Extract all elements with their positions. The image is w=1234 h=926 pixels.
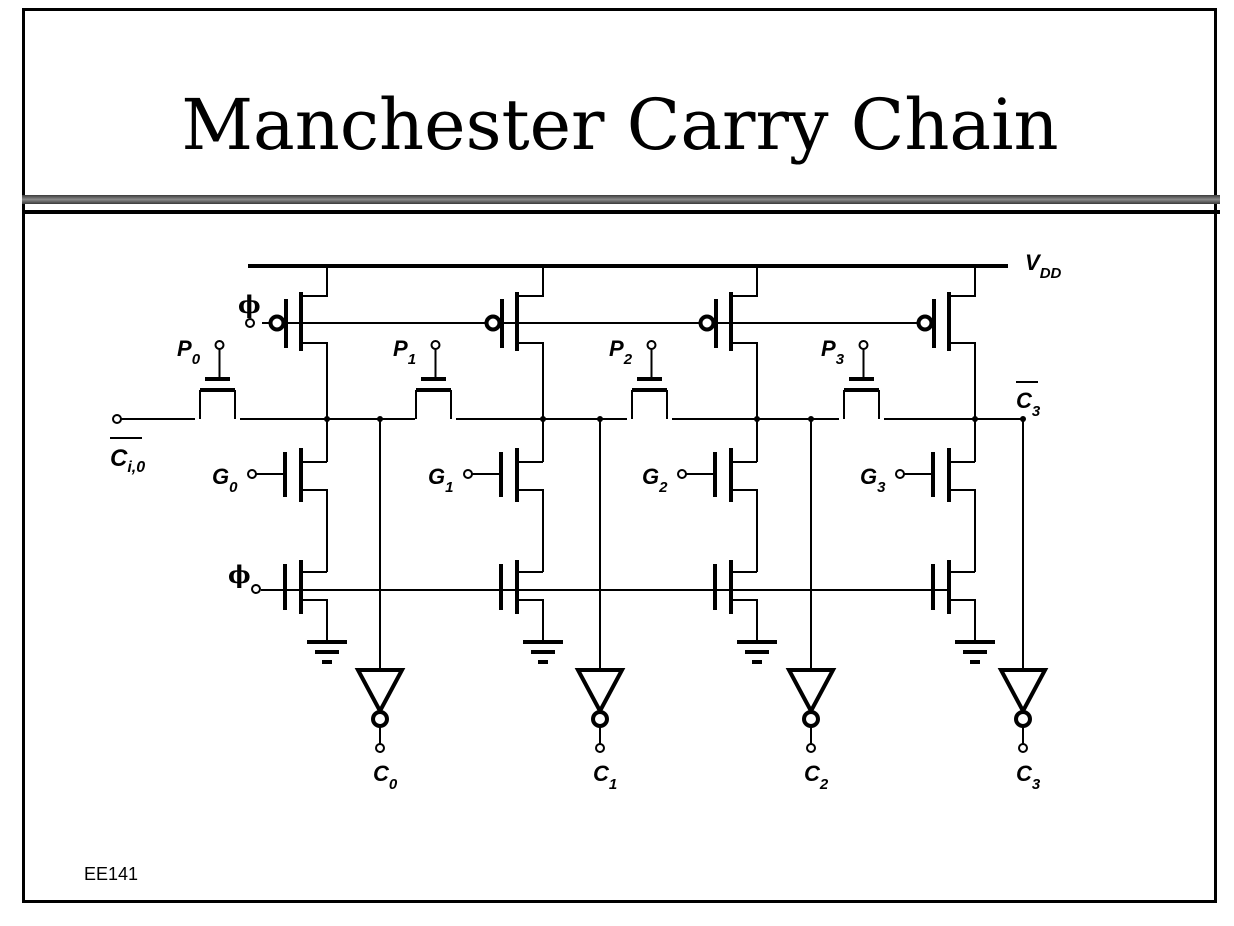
output-inverter [785, 668, 837, 716]
propagate-label-0: P0 [177, 336, 201, 368]
propagate-input-terminal [214, 340, 225, 350]
output-terminal [806, 743, 816, 753]
clock-input-terminal-bottom [251, 584, 261, 594]
carry-output-label-2: C2 [804, 761, 829, 793]
pmos-source-wire [949, 266, 976, 297]
carry-node-dot [540, 416, 546, 422]
propagate-input-terminal [430, 340, 441, 350]
carry-in-terminal [112, 414, 122, 424]
pmos-drain-wire [949, 342, 976, 419]
pmos-gate-bubble [916, 314, 934, 332]
propagate-label-2: P2 [609, 336, 633, 368]
slide-title: Manchester Carry Chain [181, 84, 1059, 166]
nmos-generate-source [949, 489, 976, 572]
nmos-evaluate-source [949, 599, 976, 640]
generate-input-terminal [895, 469, 905, 479]
generate-input-terminal [247, 469, 257, 479]
carry-output-label-0: C0 [373, 761, 398, 793]
clock-label-top: ϕ [238, 290, 261, 319]
carry-in-label: Ci,0 [110, 445, 145, 476]
carry-node-dot [972, 416, 978, 422]
propagate-label-1: P1 [393, 336, 416, 368]
output-branch-dot [808, 416, 814, 422]
slide-footer: EE141 [84, 864, 139, 884]
inverter-bubble [591, 710, 609, 728]
pmos-gate-bubble [268, 314, 286, 332]
output-branch-dot [1020, 416, 1026, 422]
carry-output-label-1: C1 [593, 761, 617, 793]
vdd-label: VDD [1025, 250, 1062, 282]
generate-label-0: G0 [212, 464, 238, 496]
nmos-evaluate-source [301, 599, 328, 640]
clock-input-terminal-top [245, 318, 255, 328]
generate-input-terminal [677, 469, 687, 479]
inverter-bubble [1014, 710, 1032, 728]
title-divider-top [22, 195, 1220, 204]
nmos-generate-source [517, 489, 544, 572]
output-branch-dot [377, 416, 383, 422]
carry-node-dot [324, 416, 330, 422]
output-inverter [354, 668, 406, 716]
generate-label-1: G1 [428, 464, 453, 496]
nmos-evaluate-source [731, 599, 758, 640]
nmos-generate-source [301, 489, 328, 572]
propagate-input-terminal [646, 340, 657, 350]
carry-node-dot [754, 416, 760, 422]
pmos-source-wire [517, 266, 544, 297]
pmos-gate-bubble [698, 314, 716, 332]
carry-out-bar-label: C3 [1016, 388, 1041, 420]
carry-output-label-3: C3 [1016, 761, 1041, 793]
pmos-drain-wire [301, 342, 328, 419]
output-branch-dot [597, 416, 603, 422]
pmos-gate-bubble [484, 314, 502, 332]
inverter-bubble [371, 710, 389, 728]
nmos-evaluate-source [517, 599, 544, 640]
output-terminal [595, 743, 605, 753]
generate-input-terminal [463, 469, 473, 479]
generate-label-2: G2 [642, 464, 668, 496]
output-inverter [997, 668, 1049, 716]
pmos-source-wire [301, 266, 328, 297]
output-terminal [375, 743, 385, 753]
propagate-input-terminal [858, 340, 869, 350]
title-divider-bottom [22, 210, 1220, 214]
output-terminal [1018, 743, 1028, 753]
slide-frame [22, 8, 1217, 903]
output-inverter [574, 668, 626, 716]
generate-label-3: G3 [860, 464, 886, 496]
propagate-label-3: P3 [821, 336, 845, 368]
pmos-drain-wire [731, 342, 758, 419]
pmos-source-wire [731, 266, 758, 297]
nmos-generate-source [731, 489, 758, 572]
inverter-bubble [802, 710, 820, 728]
pmos-drain-wire [517, 342, 544, 419]
clock-label-bottom: ϕ [228, 560, 251, 589]
